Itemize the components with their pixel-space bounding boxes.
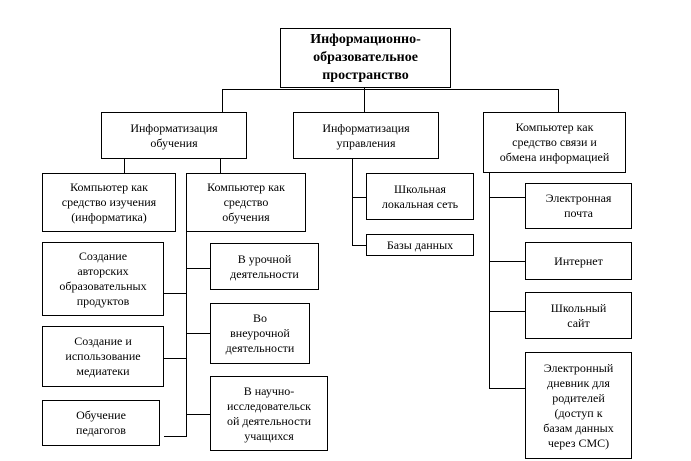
connector-to-learning <box>222 89 223 112</box>
connector-media-library <box>164 358 187 359</box>
connector-e-diary <box>489 388 525 389</box>
connector-left-spine <box>186 173 187 436</box>
connector-email <box>489 197 525 198</box>
e-diary-box: Электронный дневник для родителей (досту… <box>525 352 632 459</box>
connector-communication-spine <box>489 173 490 388</box>
email-box: Электронная почта <box>525 183 632 229</box>
connector-root-down <box>364 87 365 90</box>
connector-in-class <box>186 268 210 269</box>
connector-internet <box>489 261 525 262</box>
connector-learning-study-tool <box>220 159 221 173</box>
teacher-training-box: Обучение педагогов <box>42 400 160 446</box>
research-box: В научно- исследовательск ой деятельност… <box>210 376 328 451</box>
connector-to-management <box>364 89 365 112</box>
connector-management-spine <box>352 159 353 246</box>
connector-school-site <box>489 311 525 312</box>
connector-author-products <box>164 293 187 294</box>
connector-learning-study-object <box>124 159 125 173</box>
branch-communication-box: Компьютер как средство связи и обмена ин… <box>483 112 626 173</box>
media-library-box: Создание и использование медиатеки <box>42 326 164 387</box>
school-network-box: Школьная локальная сеть <box>366 173 474 220</box>
school-site-box: Школьный сайт <box>525 292 632 339</box>
branch-learning-box: Информатизация обучения <box>101 112 247 159</box>
internet-box: Интернет <box>525 242 632 280</box>
study-object-box: Компьютер как средство изучения (информа… <box>42 173 176 232</box>
in-class-box: В урочной деятельности <box>210 243 319 290</box>
connector-databases <box>352 245 366 246</box>
databases-box: Базы данных <box>366 234 474 256</box>
extracurricular-box: Во внеурочной деятельности <box>210 303 310 364</box>
branch-management-box: Информатизация управления <box>293 112 439 159</box>
connector-research <box>186 414 210 415</box>
connector-top-bus <box>222 89 559 90</box>
connector-to-communication <box>558 89 559 112</box>
connector-teacher-training <box>164 436 187 437</box>
study-tool-box: Компьютер как средство обучения <box>186 173 306 232</box>
root-box: Информационно- образовательное пространс… <box>280 28 451 88</box>
connector-school-network <box>352 197 366 198</box>
connector-extracurricular <box>186 333 210 334</box>
author-products-box: Создание авторских образовательных проду… <box>42 242 164 316</box>
